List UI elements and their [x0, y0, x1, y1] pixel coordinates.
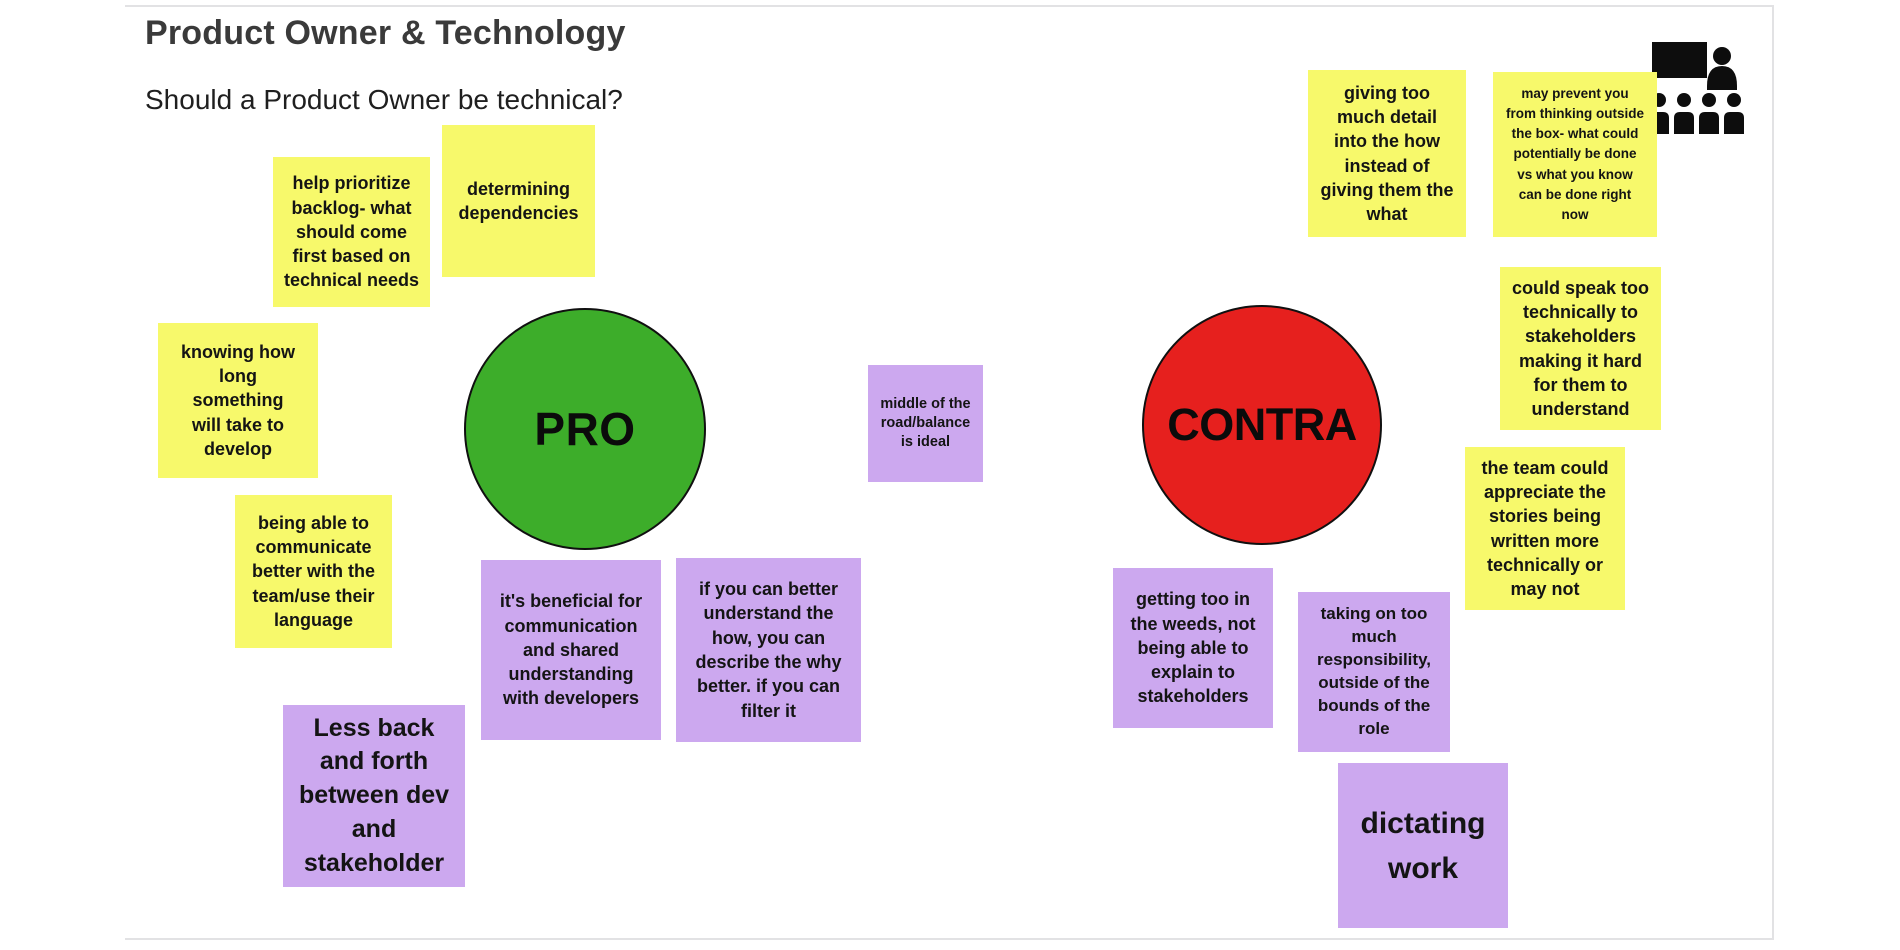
- sticky-note-help-prioritize-backlog[interactable]: help prioritize backlog- what should com…: [273, 157, 430, 307]
- presentation-audience-icon[interactable]: [1652, 40, 1744, 134]
- sticky-note-dictating-work[interactable]: dictating work: [1338, 763, 1508, 928]
- sticky-note-speak-too-technically[interactable]: could speak too technically to stakehold…: [1500, 267, 1661, 430]
- sticky-note-middle-of-the-road[interactable]: middle of the road/balance is ideal: [868, 365, 983, 482]
- sticky-note-getting-too-in-the-weeds[interactable]: getting too in the weeds, not being able…: [1113, 568, 1273, 728]
- pro-circle-label: PRO: [534, 403, 636, 455]
- contra-circle[interactable]: CONTRA: [1142, 305, 1382, 545]
- sticky-note-team-could-appreciate[interactable]: the team could appreciate the stories be…: [1465, 447, 1625, 610]
- sticky-note-taking-on-too-much[interactable]: taking on too much responsibility, outsi…: [1298, 592, 1450, 752]
- sticky-note-beneficial-for-communication[interactable]: it's beneficial for communication and sh…: [481, 560, 661, 740]
- sticky-note-knowing-how-long[interactable]: knowing how long something will take to …: [158, 323, 318, 478]
- sticky-note-understand-the-how[interactable]: if you can better understand the how, yo…: [676, 558, 861, 742]
- sticky-note-less-back-and-forth[interactable]: Less back and forth between dev and stak…: [283, 705, 465, 887]
- sticky-note-communicate-better-with-team[interactable]: being able to communicate better with th…: [235, 495, 392, 648]
- contra-circle-label: CONTRA: [1167, 399, 1357, 450]
- sticky-note-determining-dependencies[interactable]: determining dependencies: [442, 125, 595, 277]
- board-subtitle[interactable]: Should a Product Owner be technical?: [145, 84, 623, 115]
- sticky-note-giving-too-much-detail[interactable]: giving too much detail into the how inst…: [1308, 70, 1466, 237]
- sticky-note-prevent-thinking-outside-box[interactable]: may prevent you from thinking outside th…: [1493, 72, 1657, 237]
- pro-circle[interactable]: PRO: [464, 308, 706, 550]
- board-title[interactable]: Product Owner & Technology: [145, 14, 626, 52]
